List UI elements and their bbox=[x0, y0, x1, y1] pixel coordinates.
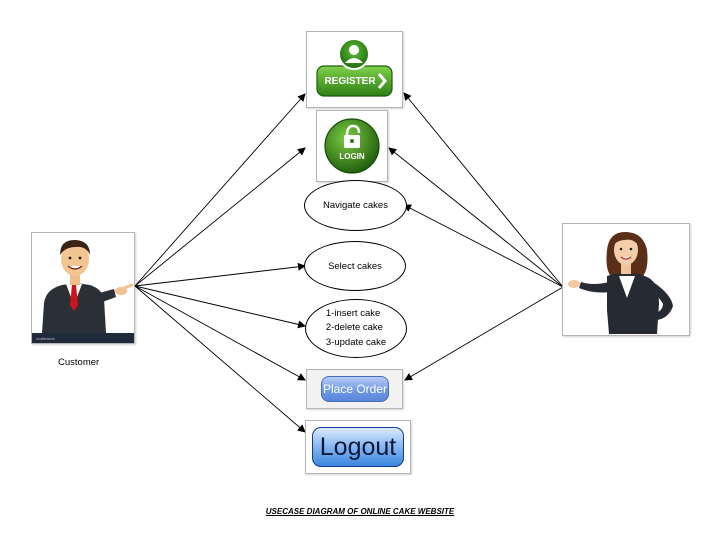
arrow-customer-placeorder bbox=[134, 285, 306, 381]
arrow-customer-manage bbox=[134, 285, 306, 329]
register-button-icon bbox=[316, 38, 393, 97]
arrow-admin-navigate bbox=[403, 204, 564, 288]
usecase-logout: Logout bbox=[305, 420, 411, 474]
arrow-admin-placeorder bbox=[404, 286, 564, 381]
select-cakes-label: Select cakes bbox=[328, 260, 382, 272]
register-button-label: REGISTER bbox=[324, 76, 376, 87]
usecase-place-order: Place Order bbox=[306, 369, 403, 409]
customer-actor: shutterstock bbox=[31, 232, 135, 344]
usecase-register: REGISTER bbox=[306, 31, 403, 108]
manage-line-update: 3-update cake bbox=[325, 336, 387, 348]
usecase-manage-cakes: 1-insert cake 2-delete cake 3-update cak… bbox=[305, 299, 407, 358]
arrow-customer-register bbox=[134, 93, 306, 287]
arrow-customer-logout bbox=[134, 285, 306, 433]
usecase-select-cakes: Select cakes bbox=[304, 241, 406, 291]
login-button-label: LOGIN bbox=[339, 152, 365, 161]
padlock-icon bbox=[324, 118, 380, 174]
svg-text:shutterstock: shutterstock bbox=[36, 337, 55, 341]
manage-line-insert: 1-insert cake bbox=[325, 307, 381, 319]
businessman-icon: shutterstock bbox=[32, 239, 134, 343]
admin-actor bbox=[562, 223, 690, 336]
businesswoman-icon bbox=[568, 232, 673, 334]
place-order-button: Place Order bbox=[321, 376, 389, 402]
logout-button: Logout bbox=[312, 427, 404, 467]
diagram-title: USECASE DIAGRAM OF ONLINE CAKE WEBSITE bbox=[265, 507, 455, 516]
manage-line-delete: 2-delete cake bbox=[325, 322, 383, 334]
navigate-cakes-label: Navigate cakes bbox=[323, 200, 388, 211]
usecase-login: LOGIN bbox=[316, 110, 388, 182]
arrow-admin-login bbox=[388, 147, 564, 288]
customer-label: Customer bbox=[58, 357, 100, 368]
arrow-customer-select bbox=[134, 262, 306, 287]
arrow-customer-login bbox=[134, 147, 306, 287]
arrow-admin-register bbox=[403, 92, 564, 288]
usecase-navigate-cakes: Navigate cakes bbox=[304, 180, 407, 231]
